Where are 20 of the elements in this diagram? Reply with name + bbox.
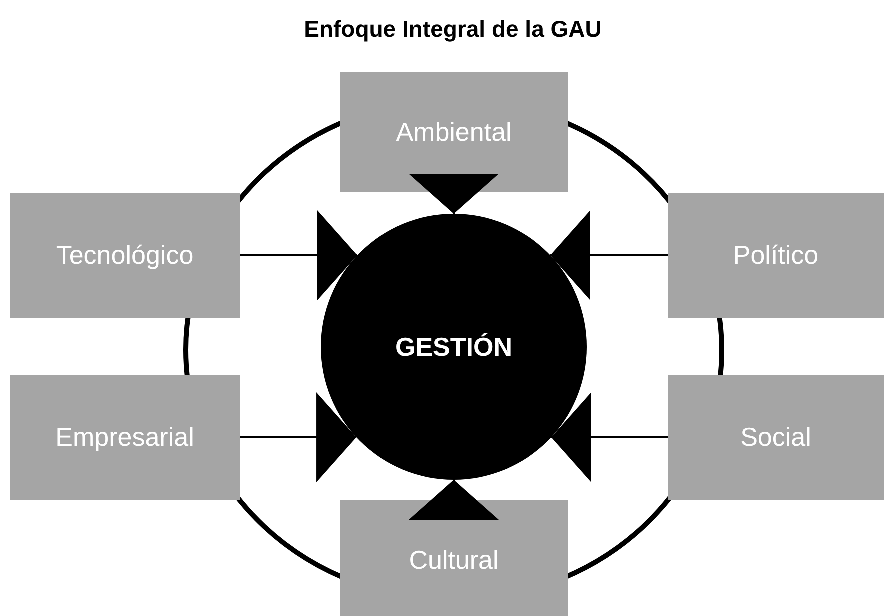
arrow: [551, 392, 668, 482]
box-label: Político: [733, 240, 819, 271]
box-label: Social: [740, 422, 812, 453]
aspect-box: [340, 500, 568, 616]
arrow: [240, 210, 358, 300]
aspect-box: [668, 193, 884, 318]
diagram-title: Enfoque Integral de la GAU: [303, 16, 603, 43]
aspect-box: [668, 375, 884, 500]
arrow: [240, 392, 357, 482]
box-label: Ambiental: [396, 116, 512, 148]
aspect-box: [10, 375, 240, 500]
center-label: GESTIÓN: [395, 332, 512, 362]
box-label: Tecnológico: [56, 240, 194, 271]
arrow: [550, 210, 668, 300]
aspect-box: [340, 72, 568, 192]
arrow: [409, 174, 499, 214]
aspect-box: [10, 193, 240, 318]
arrow: [409, 480, 499, 520]
box-label: Empresarial: [56, 422, 194, 453]
box-label: Cultural: [409, 544, 499, 576]
